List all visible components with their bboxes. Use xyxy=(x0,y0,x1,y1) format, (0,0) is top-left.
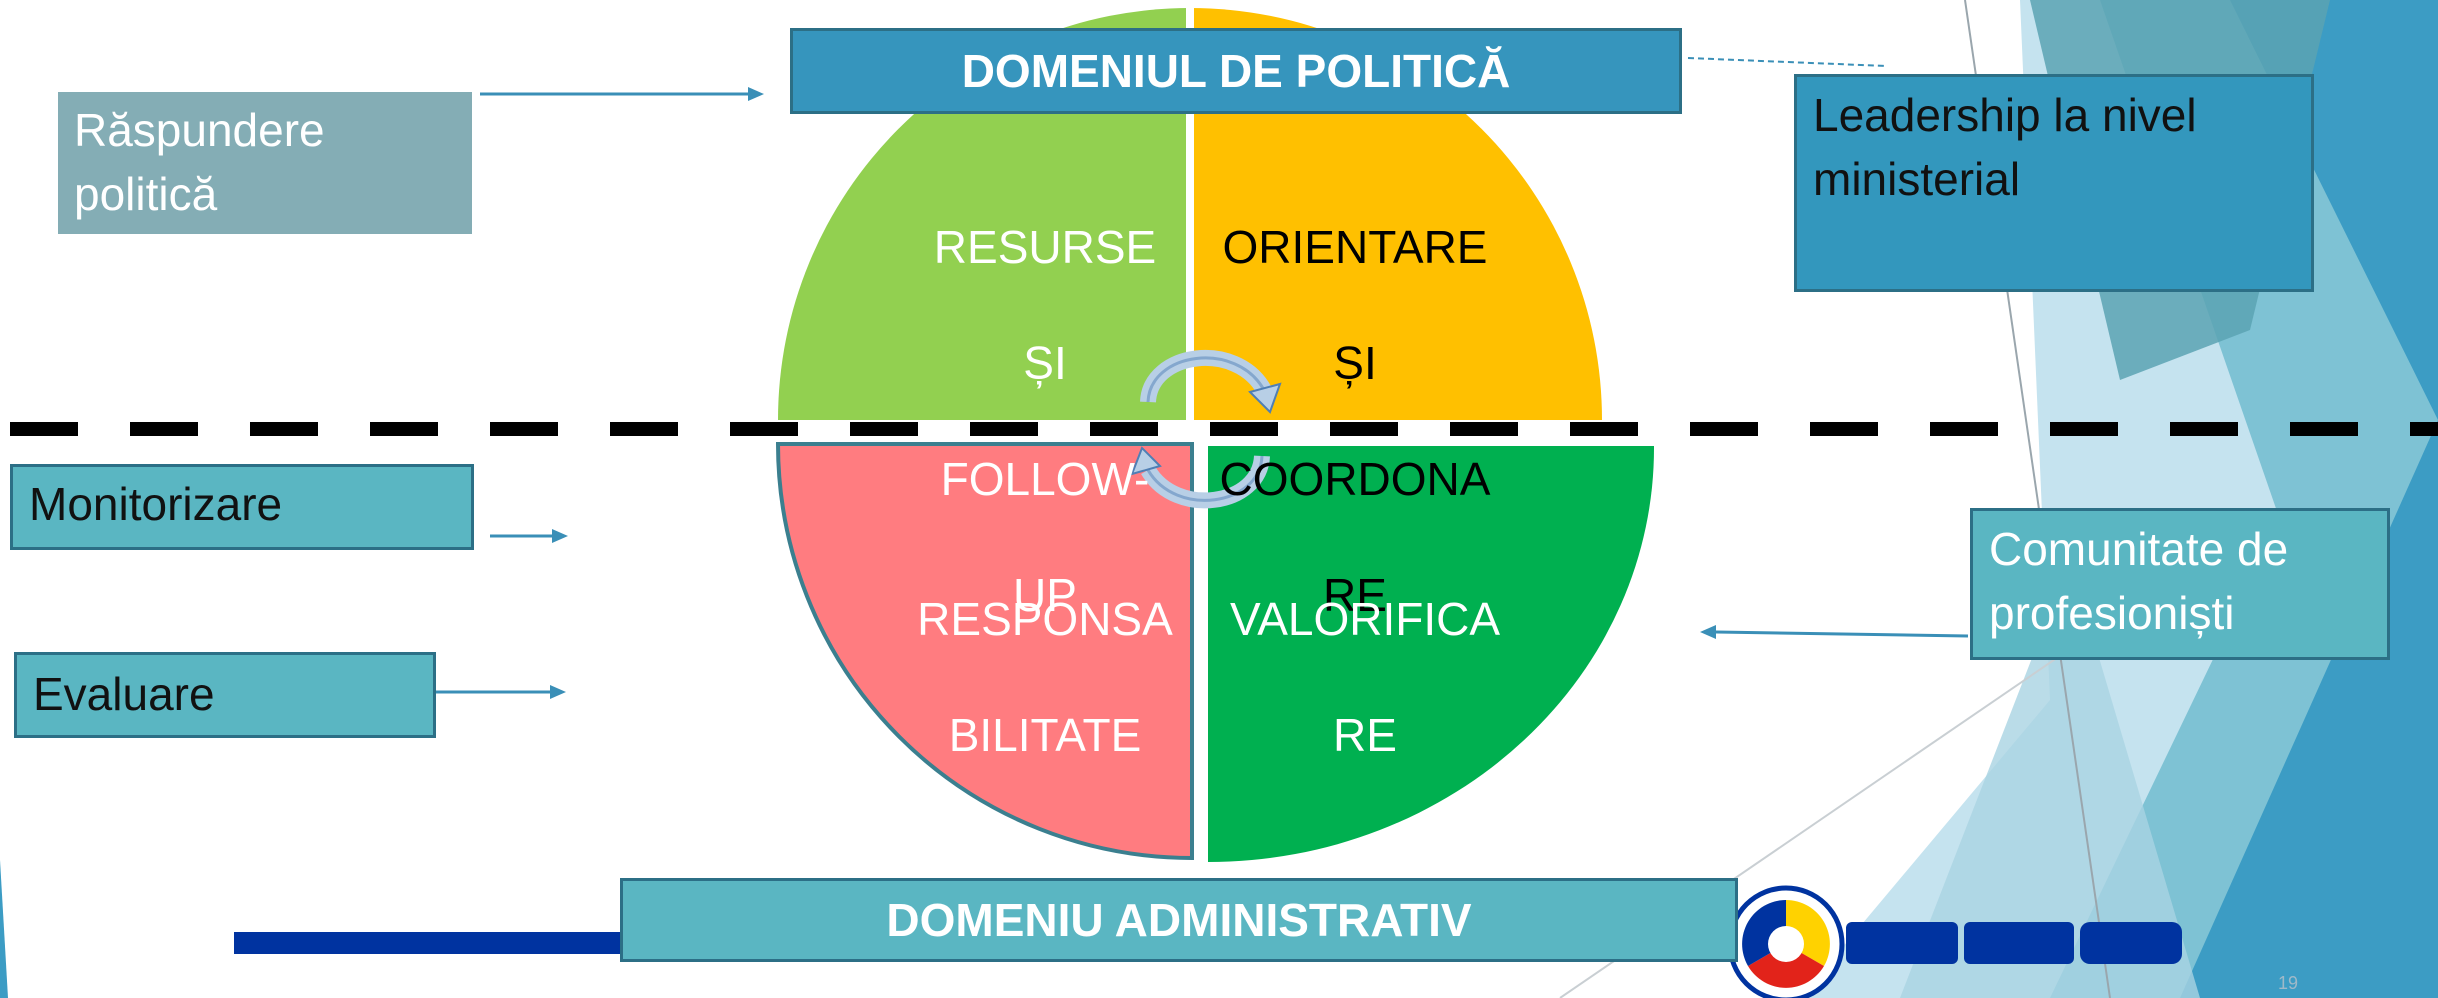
leadership-box: Leadership la nivel ministerial xyxy=(1794,74,2314,292)
label-orientation-line-1: ORIENTARE xyxy=(1222,221,1488,273)
dotted-connector-leadership xyxy=(1687,57,1887,67)
label-resources-line-2: ȘI xyxy=(1023,337,1067,389)
comunitate-line-2: profesioniști xyxy=(1989,587,2235,639)
evaluare-box: Evaluare xyxy=(14,652,436,738)
label-orientation-line-3: COORDONA xyxy=(1219,453,1491,505)
label-resources-line-4: UP xyxy=(1013,569,1077,621)
raspundere-line-2: politică xyxy=(74,168,218,220)
quadrant-accountability xyxy=(775,442,1194,861)
leadership-line-2: ministerial xyxy=(1813,153,2021,205)
label-resources-line-3: FOLLOW- xyxy=(940,453,1150,505)
arrow-raspundere xyxy=(480,87,764,101)
leadership-line-1: Leadership la nivel xyxy=(1813,89,2197,141)
label-orientation-line-4: RE xyxy=(1323,569,1387,621)
monitorizare-box: Monitorizare xyxy=(10,464,474,550)
bg-triangle-light2 xyxy=(1900,560,2200,998)
label-valorization-line-2: RE xyxy=(1333,709,1397,761)
quadrant-valorization xyxy=(1208,446,1655,862)
raspundere-box: Răspundere politică xyxy=(58,92,472,234)
bg-triangle-dark xyxy=(2180,0,2438,998)
comunitate-box: Comunitate de profesioniști xyxy=(1970,508,2390,660)
cycle-arrows-icon xyxy=(1130,349,1282,509)
label-orientation: ORIENTARE ȘI COORDONA RE xyxy=(1200,160,1510,682)
bottom-bar-left xyxy=(234,932,624,954)
raspundere-line-1: Răspundere xyxy=(74,104,325,156)
bg-left-sliver xyxy=(0,860,8,998)
label-resources-line-1: RESURSE xyxy=(933,221,1157,273)
label-valorization-line-1: VALORIFICA xyxy=(1229,593,1501,645)
label-resources: RESURSE ȘI FOLLOW- UP xyxy=(900,160,1190,682)
label-accountability: RESPONSA BILITATE xyxy=(910,532,1180,822)
organization-logo xyxy=(1727,885,1845,998)
label-orientation-line-2: ȘI xyxy=(1333,337,1377,389)
arrow-monitorizare xyxy=(490,529,568,543)
administrative-domain-banner: DOMENIU ADMINISTRATIV xyxy=(620,878,1738,962)
bottom-bar-right xyxy=(1846,922,2182,964)
arrow-evaluare xyxy=(436,685,566,699)
comunitate-line-1: Comunitate de xyxy=(1989,523,2289,575)
label-accountability-line-2: BILITATE xyxy=(948,709,1142,761)
page-number: 19 xyxy=(2277,973,2298,993)
policy-domain-banner: DOMENIUL DE POLITICĂ xyxy=(790,28,1682,114)
label-valorization: VALORIFICA RE xyxy=(1220,532,1510,822)
arrow-comunitate xyxy=(1700,625,1969,639)
label-accountability-line-1: RESPONSA xyxy=(917,593,1173,645)
